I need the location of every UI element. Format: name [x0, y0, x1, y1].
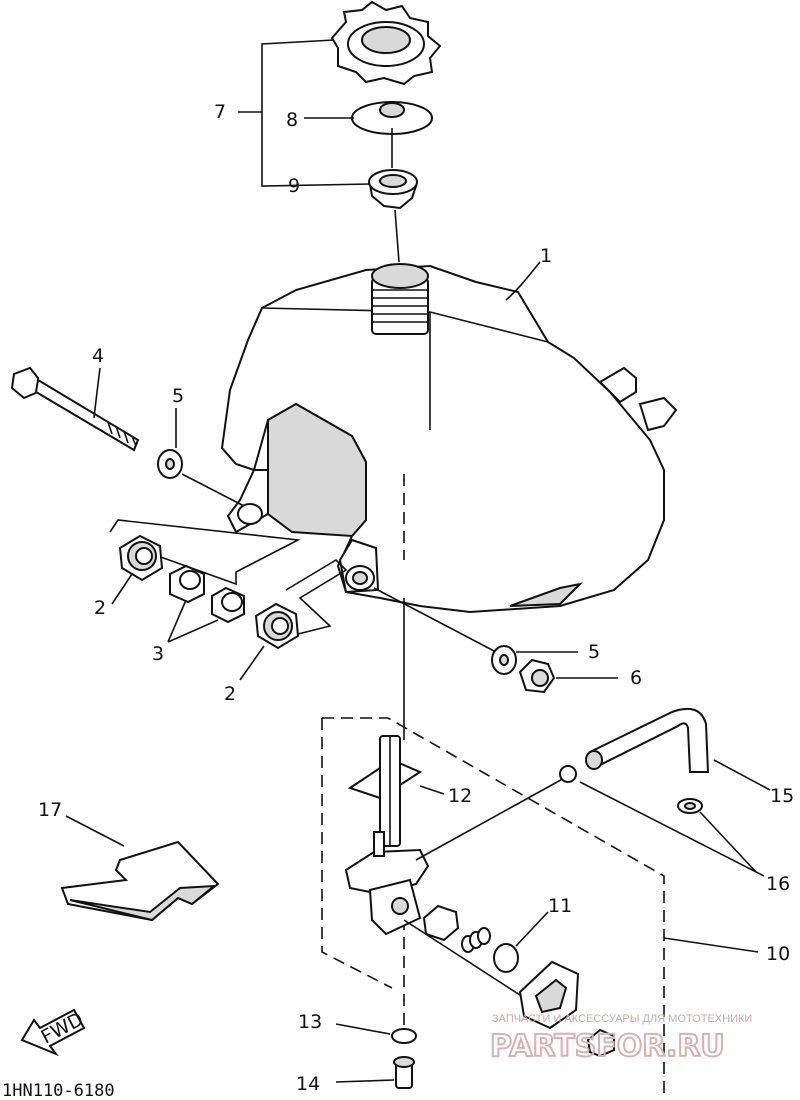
leader-16-lower — [699, 811, 757, 873]
damper-2-left — [118, 534, 164, 582]
leader-16-upper — [579, 781, 765, 877]
callout-4: 4 — [92, 345, 104, 367]
mount-axis-line — [373, 587, 497, 653]
leader-14 — [335, 1079, 395, 1083]
washer-5-right — [491, 645, 517, 675]
callout-6: 6 — [630, 667, 642, 689]
collar-3-right — [211, 586, 245, 624]
callout-3: 3 — [152, 643, 164, 665]
callout-9: 9 — [288, 175, 300, 197]
callout-1: 1 — [540, 245, 552, 267]
watermark-brand: PARTSFOR.RU — [490, 1029, 725, 1064]
fwd-arrow-icon: FWD — [20, 1008, 87, 1057]
callout-14: 14 — [296, 1073, 320, 1095]
filler-neck — [371, 263, 429, 335]
callout-2-right: 2 — [224, 683, 236, 705]
leader-12 — [419, 785, 445, 795]
callout-16: 16 — [766, 873, 790, 895]
leader-1 — [505, 261, 541, 301]
leader-2a — [111, 573, 133, 605]
leader-13 — [335, 1023, 391, 1035]
spring — [461, 927, 491, 953]
callout-5-left: 5 — [172, 385, 184, 407]
diagram-code: 1HN110-6180 — [2, 1081, 115, 1100]
bolt-4 — [10, 366, 140, 452]
callout-12: 12 — [448, 785, 472, 807]
oring-11 — [493, 943, 519, 973]
callout-10: 10 — [766, 943, 790, 965]
leader-15 — [713, 759, 771, 791]
strainer-12 — [347, 735, 423, 847]
callout-11: 11 — [548, 895, 572, 917]
hose-clip-lower — [677, 798, 703, 814]
fuel-hose-15 — [585, 708, 710, 773]
callout-13: 13 — [298, 1011, 322, 1033]
fwd-label: FWD — [38, 1008, 87, 1048]
fuel-cock-assembly-box — [321, 717, 665, 1098]
callout-2-left: 2 — [94, 597, 106, 619]
plunger — [422, 904, 460, 942]
watermark-tagline: ЗАПЧАСТИ И АКСЕССУАРЫ ДЛЯ МОТОТЕХНИКИ — [492, 1013, 752, 1025]
washer-5-left — [157, 449, 183, 479]
nut-6 — [518, 658, 556, 694]
bracket-7 — [261, 39, 371, 187]
callout-15: 15 — [770, 785, 794, 807]
lever-axis-line — [403, 919, 541, 1009]
cap-gasket — [351, 101, 433, 135]
leader-17 — [65, 815, 125, 847]
leader-2b — [239, 645, 265, 681]
bolt-axis-line — [181, 473, 245, 507]
callout-8: 8 — [286, 109, 298, 131]
position-outline-1 — [109, 519, 301, 586]
callout-17: 17 — [38, 799, 62, 821]
leader-16-line-a — [415, 775, 569, 861]
hose-clip-upper — [559, 765, 577, 783]
lever-screw — [586, 1028, 615, 1058]
screw-14 — [393, 1056, 415, 1089]
leader-11 — [515, 911, 549, 947]
leader-4 — [93, 367, 101, 419]
collar-3-left — [169, 564, 205, 604]
cap-axis-line-2 — [394, 209, 400, 263]
position-outline-2 — [285, 558, 348, 637]
fuel-cap — [330, 0, 442, 86]
cap-seal — [368, 169, 418, 210]
fuel-tank — [220, 264, 678, 614]
callout-5-right: 5 — [588, 641, 600, 663]
fuel-cock-body — [344, 831, 430, 936]
damper-2-right — [254, 602, 300, 650]
leader-10 — [663, 937, 759, 953]
lever-plate — [518, 960, 580, 1030]
decal-17 — [60, 840, 220, 922]
washer-13 — [391, 1028, 417, 1044]
callout-7: 7 — [214, 101, 226, 123]
leader-3 — [167, 599, 219, 643]
